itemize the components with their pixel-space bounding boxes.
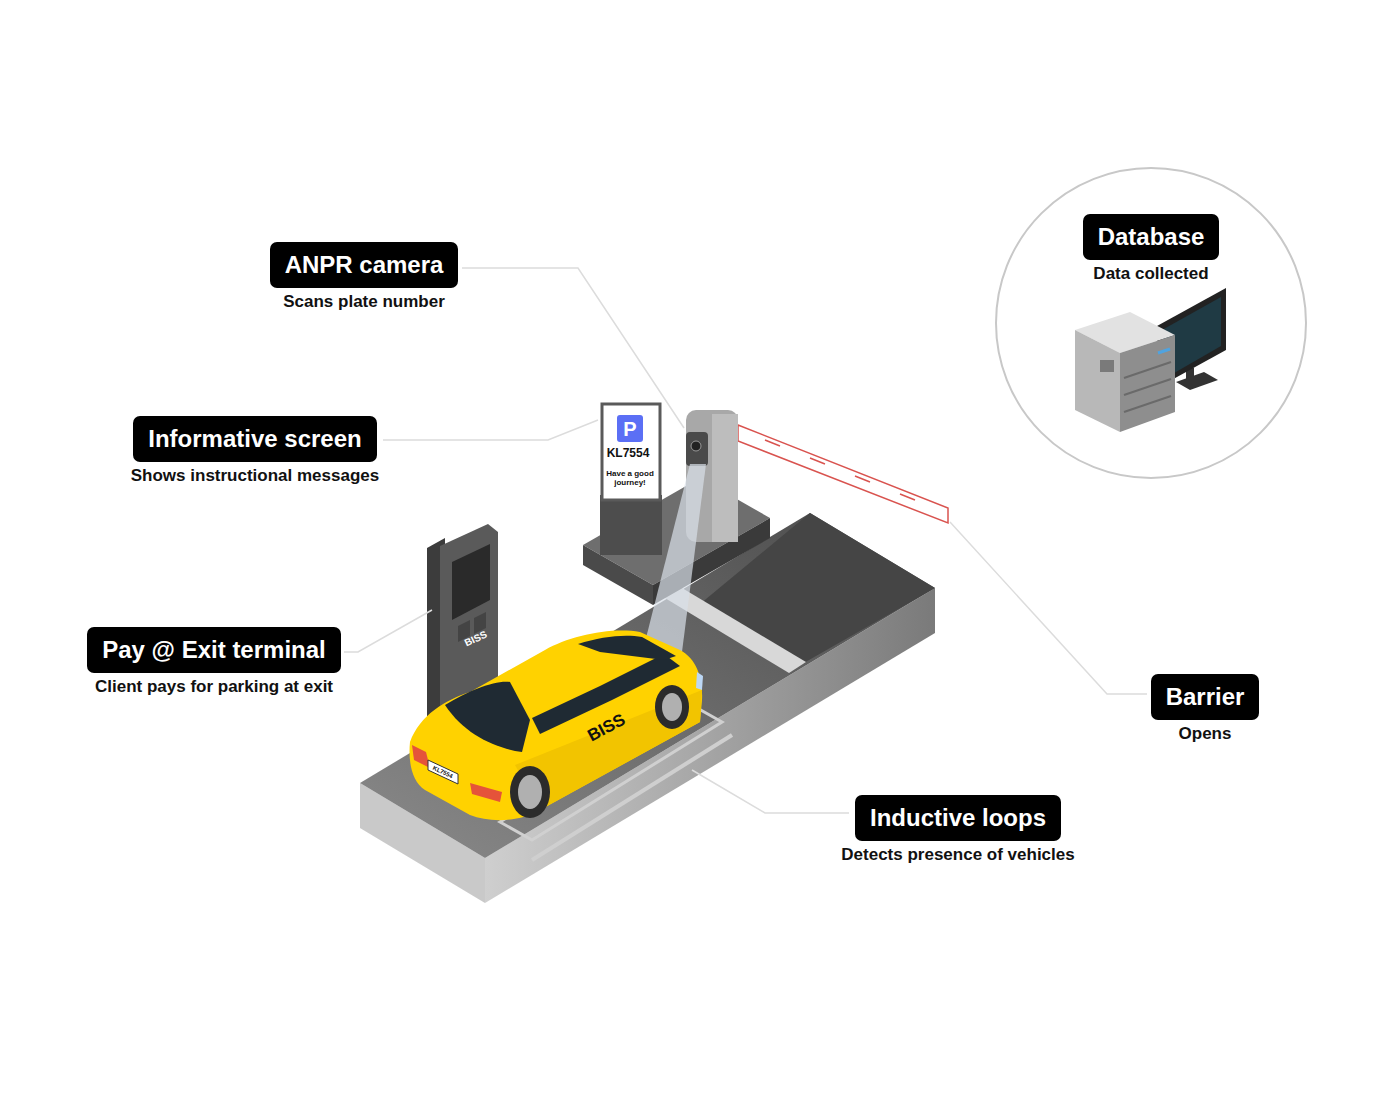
informative-screen	[600, 495, 662, 555]
car	[696, 672, 703, 690]
car	[412, 745, 430, 768]
car	[662, 693, 682, 721]
informative-screen	[600, 404, 662, 555]
callout-title: Informative screen	[133, 416, 376, 462]
car	[410, 631, 703, 821]
car	[510, 766, 550, 818]
barrier	[810, 458, 825, 464]
leader-line	[344, 610, 432, 652]
camera-beam	[645, 464, 706, 652]
database-illustration	[1158, 349, 1170, 353]
callout-subtitle: Opens	[1179, 724, 1232, 744]
callout-subtitle: Scans plate number	[283, 292, 445, 312]
pay-terminal	[452, 544, 490, 620]
informative-screen	[602, 404, 660, 500]
database-illustration	[1124, 379, 1171, 395]
callout-label: BarrierOpens	[1151, 674, 1260, 744]
leader-line	[462, 268, 684, 428]
leader-line	[692, 770, 849, 813]
callout-title: ANPR camera	[270, 242, 459, 288]
barrier	[686, 432, 708, 466]
barrier	[712, 414, 738, 542]
callout-title: Database	[1083, 214, 1220, 260]
callout-label: ANPR cameraScans plate number	[270, 242, 459, 312]
callout-label: Inductive loopsDetects presence of vehic…	[841, 795, 1074, 865]
car	[428, 760, 458, 784]
car	[518, 775, 542, 809]
leader-line	[383, 420, 598, 440]
callout-subtitle: Client pays for parking at exit	[95, 677, 333, 697]
callout-label: Pay @ Exit terminalClient pays for parki…	[87, 627, 341, 697]
car	[655, 685, 689, 729]
barrier	[900, 494, 915, 500]
plate-number: KL7554	[607, 447, 650, 460]
sign-message: Have a good journey!	[605, 470, 655, 488]
callout-subtitle: Shows instructional messages	[131, 466, 379, 486]
car	[410, 631, 703, 821]
database-illustration	[1124, 396, 1171, 412]
barrier	[686, 410, 948, 542]
sign-symbol: P	[623, 418, 636, 440]
database-illustration	[1120, 335, 1175, 432]
camera-beam	[645, 464, 706, 652]
database-illustration	[1075, 330, 1120, 432]
database-illustration	[996, 168, 1306, 478]
callout-label: Informative screenShows instructional me…	[131, 416, 379, 486]
database-illustration	[1176, 372, 1218, 390]
car	[470, 783, 502, 802]
car	[578, 636, 676, 660]
callout-label: DatabaseData collected	[1083, 214, 1220, 284]
informative-screen	[617, 415, 643, 442]
database-illustration	[1100, 360, 1114, 372]
barrier	[738, 425, 948, 523]
barrier	[765, 440, 780, 446]
database-illustration	[996, 168, 1306, 478]
barrier	[691, 441, 701, 451]
leader-line	[344, 268, 1147, 813]
callout-subtitle: Data collected	[1093, 264, 1208, 284]
callout-title: Inductive loops	[855, 795, 1061, 841]
leader-line	[950, 522, 1147, 694]
car	[445, 682, 530, 752]
callout-title: Pay @ Exit terminal	[87, 627, 341, 673]
database-illustration	[1124, 362, 1171, 378]
callout-title: Barrier	[1151, 674, 1260, 720]
callout-subtitle: Detects presence of vehicles	[841, 845, 1074, 865]
barrier	[855, 476, 870, 482]
